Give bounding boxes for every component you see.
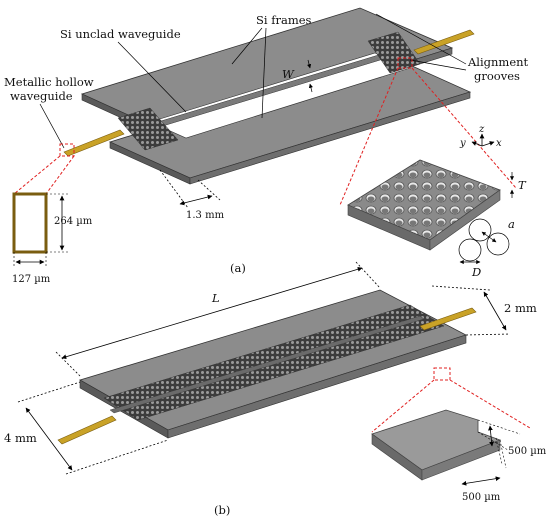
corner-notch-inset: [371, 409, 502, 481]
label-D: D: [471, 265, 481, 279]
waveguide-cross-section: [12, 192, 48, 254]
label-metallic-line2: waveguide: [10, 89, 73, 103]
callout-box-right: [397, 57, 413, 69]
si-frame-bottom: [108, 55, 472, 185]
metallic-waveguide-b-right: [419, 307, 477, 331]
panel-a: Si frames Si unclad waveguide Metallic h…: [4, 7, 529, 285]
label-500um-a: 500 µm: [508, 446, 547, 457]
perforated-region-left: [117, 107, 179, 151]
label-height-dimension: 264 µm: [54, 216, 93, 227]
axis-x-label: x: [496, 138, 502, 149]
metallic-waveguide-left: [63, 129, 125, 157]
label-metallic-line1: Metallic hollow: [4, 75, 94, 89]
label-gap-dimension: 1.3 mm: [186, 210, 225, 221]
label-alignment-line2: grooves: [474, 69, 520, 83]
label-alignment-line1: Alignment: [467, 55, 529, 69]
label-a: a: [508, 217, 515, 231]
callout-box-left: [59, 143, 75, 157]
caption-a: (a): [230, 261, 246, 275]
axis-y-label: y: [459, 138, 466, 149]
label-width-dimension: 127 µm: [12, 274, 51, 285]
label-L: L: [211, 291, 220, 305]
photonic-crystal-inset: [347, 159, 501, 251]
perforated-region-right: [367, 31, 421, 74]
axis-triad: z y x: [459, 124, 502, 149]
panel-b: L 2 mm 4 mm 500 µm 500 µm (b): [4, 261, 547, 517]
axis-z-label: z: [478, 124, 485, 135]
label-si-frames: Si frames: [256, 13, 312, 27]
label-unclad-waveguide: Si unclad waveguide: [60, 27, 181, 41]
label-4mm: 4 mm: [4, 431, 37, 445]
caption-b: (b): [214, 503, 230, 517]
callout-box-b: [433, 367, 451, 381]
label-500um-b: 500 µm: [462, 492, 501, 503]
metallic-waveguide-b-left: [57, 415, 117, 445]
label-W: W: [282, 67, 295, 81]
label-T: T: [518, 178, 527, 192]
label-2mm: 2 mm: [504, 301, 537, 315]
metallic-waveguide-right: [413, 29, 475, 55]
